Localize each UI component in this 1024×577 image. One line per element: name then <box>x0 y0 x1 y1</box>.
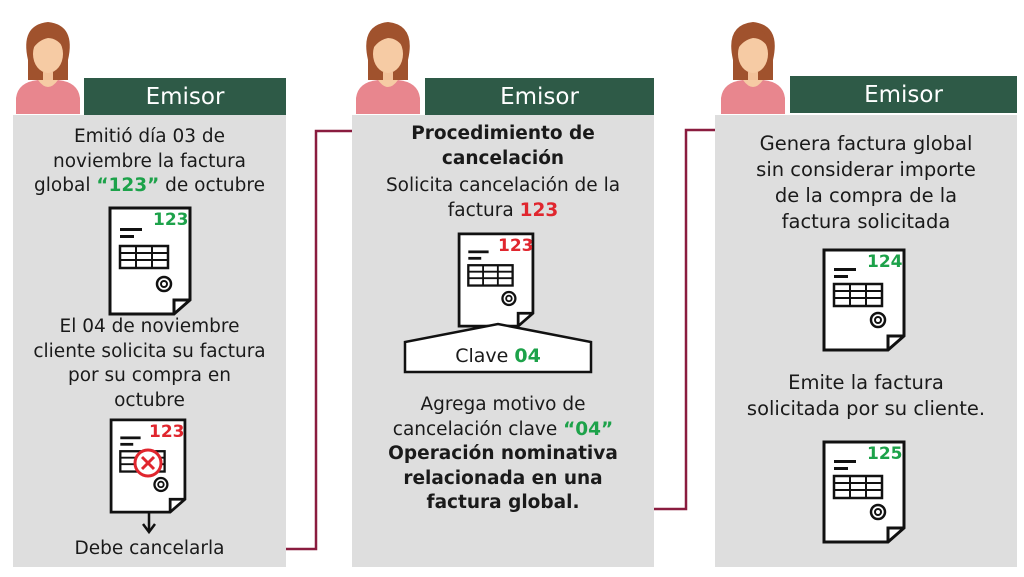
panel-2-text-2: Agrega motivo de cancelación clave “04” … <box>388 394 618 513</box>
woman-avatar-icon <box>356 22 420 114</box>
panel-3-doc-1-number: 124 <box>867 252 903 272</box>
panel-3-doc-2-number: 125 <box>867 444 903 464</box>
invoice-document-icon <box>822 248 906 352</box>
panel-3-text-2: Emite la factura solicitada por su clien… <box>746 371 986 420</box>
panel-2-header: Emisor <box>425 78 654 115</box>
panel-2-doc-number: 123 <box>498 236 534 256</box>
woman-avatar-icon <box>721 22 785 114</box>
arrow-down-icon <box>142 512 156 535</box>
panel-1-doc-2-number: 123 <box>149 422 185 442</box>
panel-3-header: Emisor <box>790 76 1017 113</box>
cancel-x-icon <box>133 448 163 478</box>
invoice-document-icon <box>457 232 535 328</box>
panel-3-text-1: Genera factura global sin considerar imp… <box>756 132 976 233</box>
invoice-document-icon <box>108 206 192 316</box>
panel-1-text-1: Emitió día 03 de noviembre la factura gl… <box>34 126 265 196</box>
panel-1-bottom-text: Debe cancelarla <box>74 538 225 559</box>
invoice-document-icon <box>822 440 906 544</box>
panel-2-title: Procedimiento de cancelación <box>411 123 595 169</box>
clave-tag-label: Clave 04 <box>455 345 541 367</box>
panel-1-text-2: El 04 de noviembre cliente solicita su f… <box>33 316 266 411</box>
woman-avatar-icon <box>16 22 80 114</box>
panel-1-doc-1-number: 123 <box>153 210 189 230</box>
panel-2-text-1: Solicita cancelación de la factura 123 <box>385 175 621 221</box>
panel-1-header: Emisor <box>84 78 286 115</box>
clave-tag-shape <box>403 322 593 374</box>
